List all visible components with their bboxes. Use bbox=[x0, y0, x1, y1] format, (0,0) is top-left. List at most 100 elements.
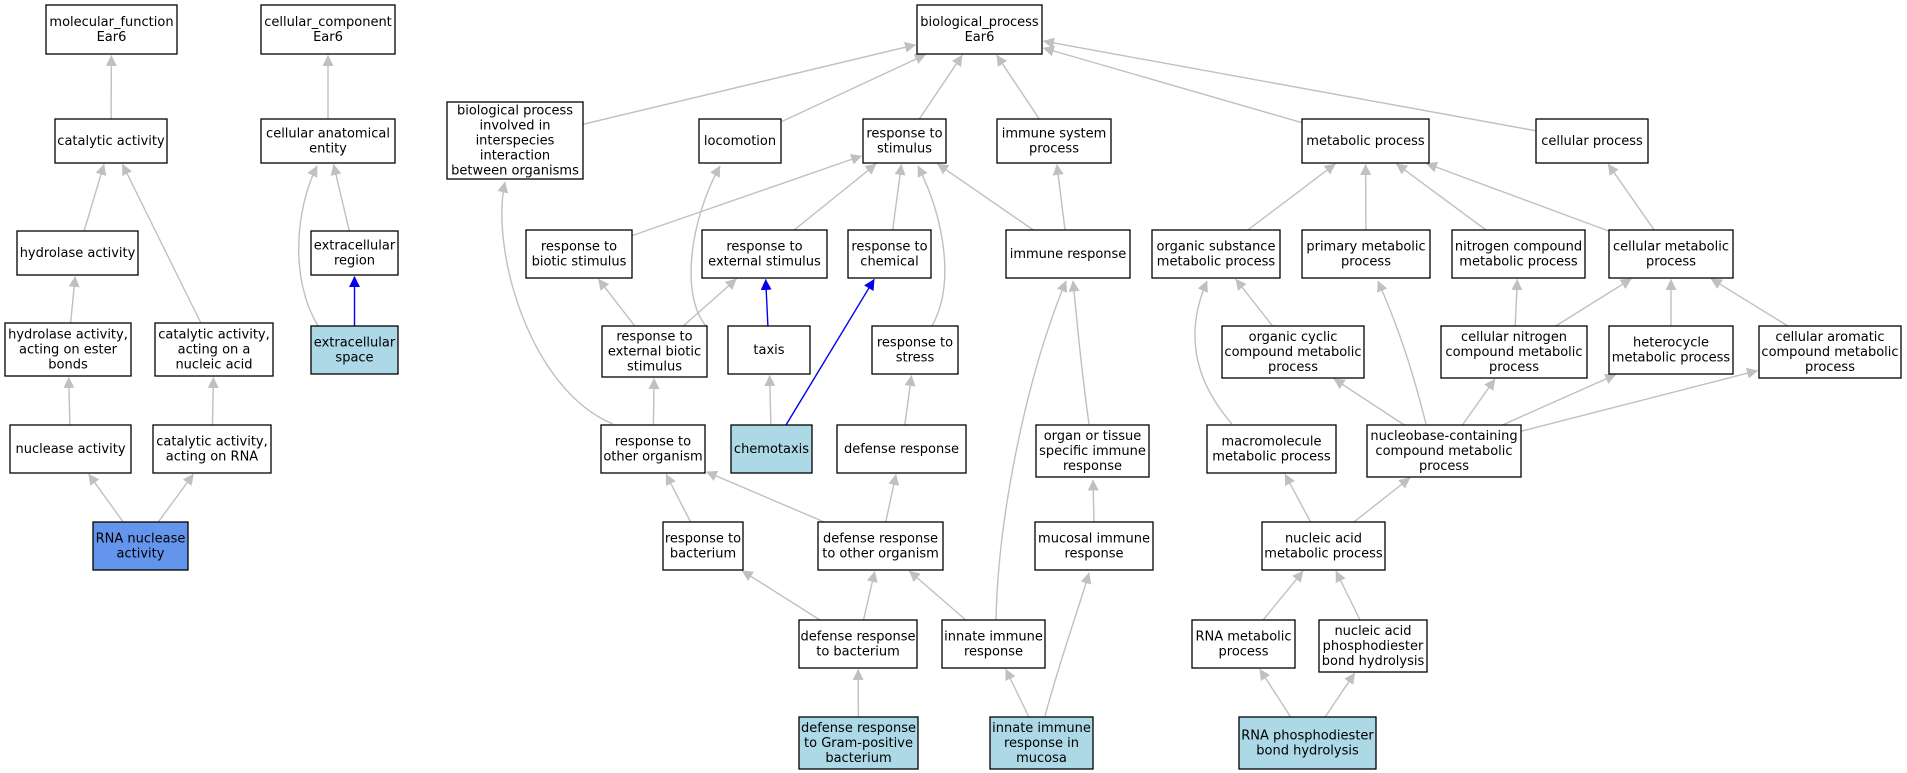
node-box bbox=[996, 118, 1112, 164]
node-label-line: Ear6 bbox=[965, 30, 995, 45]
node-box bbox=[4, 322, 132, 377]
node-hyd[interactable]: hydrolase activity bbox=[16, 230, 139, 276]
edge-rext-to-rstim bbox=[793, 163, 877, 231]
edge-rnapdh-to-napdh bbox=[1324, 672, 1356, 718]
node-chemo[interactable]: chemotaxis bbox=[730, 424, 813, 474]
edge-rnapdh-to-rnamet bbox=[1259, 668, 1292, 718]
node-label-line: defense response bbox=[823, 532, 938, 547]
node-label-line: cellular nitrogen bbox=[1461, 330, 1567, 345]
node-box bbox=[817, 521, 944, 571]
node-box bbox=[1440, 325, 1588, 379]
edge-rstim-to-bp bbox=[918, 54, 963, 120]
edge-rbio-to-rstim bbox=[631, 154, 863, 237]
node-nuclease[interactable]: nuclease activity bbox=[9, 424, 132, 474]
edge-chemo-to-rchem bbox=[785, 278, 875, 426]
edge-loco-to-bp bbox=[780, 53, 926, 123]
node-label-line: response bbox=[964, 645, 1023, 660]
edge-orgcyc-to-orgsub bbox=[1235, 278, 1274, 327]
node-box bbox=[1451, 229, 1586, 279]
node-cat[interactable]: catalytic activity bbox=[54, 118, 168, 164]
node-box bbox=[1035, 424, 1150, 478]
edge-deforg-to-rorg bbox=[705, 470, 825, 523]
edge-nucacid-to-nucleob bbox=[1353, 477, 1411, 523]
node-label-line: macromolecule bbox=[1221, 435, 1321, 450]
node-label-line: organic cyclic bbox=[1249, 330, 1338, 345]
node-label-line: cellular_component bbox=[264, 15, 392, 30]
edge-nuclease-to-hyd_ester bbox=[63, 376, 75, 426]
node-taxis[interactable]: taxis bbox=[727, 325, 811, 375]
node-label-line: chemotaxis bbox=[734, 442, 809, 457]
node-immresp[interactable]: immune response bbox=[1005, 229, 1131, 279]
node-cat_rna[interactable]: catalytic activity,acting on RNA bbox=[152, 424, 272, 474]
node-label-line: response to bbox=[866, 127, 942, 142]
node-label-line: response to bbox=[541, 240, 617, 255]
edge-immresp-to-rstim bbox=[937, 163, 1034, 231]
node-box bbox=[1301, 229, 1431, 279]
edge-deforg-to-defresp bbox=[885, 473, 900, 523]
node-label-line: biotic stimulus bbox=[532, 255, 627, 270]
node-label-line: molecular_function bbox=[49, 15, 173, 30]
node-label-line: to bacterium bbox=[816, 645, 900, 660]
node-label-line: catalytic activity, bbox=[156, 435, 268, 450]
node-label-line: compound metabolic bbox=[1375, 444, 1512, 459]
node-loco[interactable]: locomotion bbox=[698, 118, 782, 164]
node-label-line: innate immune bbox=[944, 630, 1043, 645]
edge-rbact-to-rorg bbox=[665, 473, 692, 523]
node-label-line: to Gram-positive bbox=[804, 736, 913, 751]
edge-chemo-to-taxis bbox=[764, 374, 776, 426]
edge-cellarom-to-cellmet bbox=[1710, 278, 1789, 327]
node-label-line: acting on RNA bbox=[166, 450, 259, 465]
node-box bbox=[601, 325, 708, 378]
node-defresp[interactable]: defense response bbox=[836, 424, 967, 474]
edge-taxis-to-rext bbox=[760, 278, 772, 327]
node-metab[interactable]: metabolic process bbox=[1301, 118, 1430, 164]
node-label-line: RNA nuclease bbox=[96, 532, 186, 547]
node-label-line: innate immune bbox=[992, 721, 1091, 736]
node-label-line: metabolic process bbox=[1306, 134, 1425, 149]
node-cellp[interactable]: cellular process bbox=[1535, 118, 1649, 164]
node-label-line: response to bbox=[877, 336, 953, 351]
node-box bbox=[989, 716, 1094, 770]
node-box bbox=[871, 325, 959, 375]
